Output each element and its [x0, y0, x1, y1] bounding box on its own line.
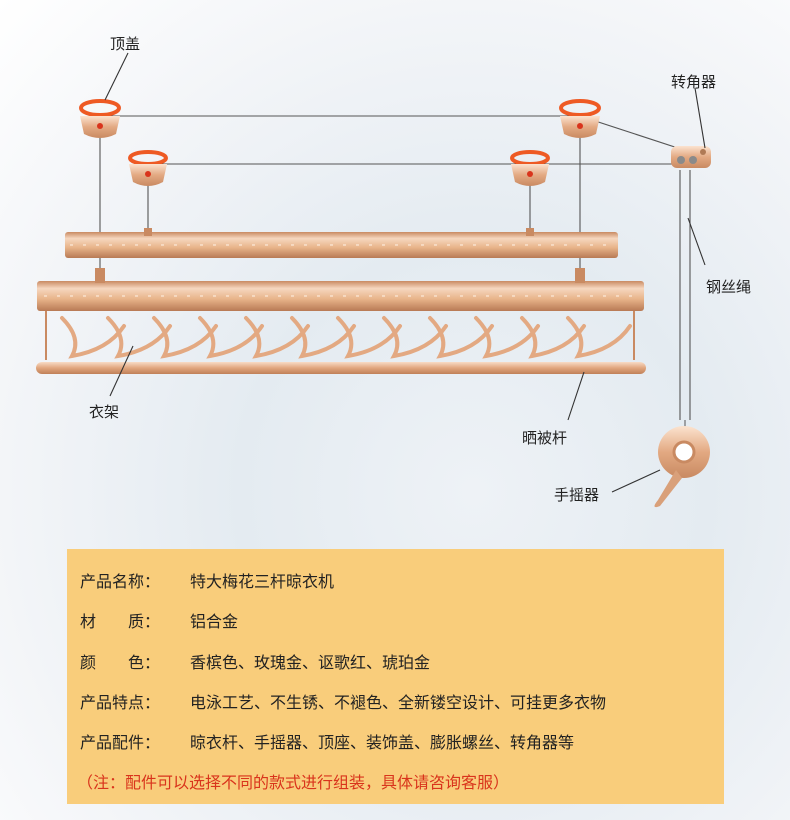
info-value: 特大梅花三杆晾衣机 — [190, 572, 335, 591]
info-key: 产品特点： — [80, 693, 161, 712]
info-key: 产品配件： — [80, 733, 161, 752]
info-row-features: 产品特点： 电泳工艺、不生锈、不褪色、全新镂空设计、可挂更多衣物 — [80, 689, 606, 713]
label-corner-device: 转角器 — [671, 73, 717, 91]
ceiling-cap-4 — [510, 150, 550, 186]
product-info-panel: 产品名称： 特大梅花三杆晾衣机 材 质： 铝合金 颜 色： 香槟色、玫瑰金、讴歌红、琥… — [67, 549, 724, 804]
info-value: 晾衣杆、手摇器、顶座、装饰盖、膨胀螺丝、转角器等 — [190, 733, 575, 752]
quilt-rod — [36, 362, 646, 374]
ceiling-cap-1 — [79, 99, 121, 138]
label-hanger: 衣架 — [89, 403, 120, 421]
label-top-cap: 顶盖 — [110, 35, 141, 53]
label-wire-rope: 钢丝绳 — [706, 278, 752, 296]
label-hand-crank: 手摇器 — [554, 486, 600, 504]
hanger-hooks — [60, 316, 632, 359]
side-connectors — [45, 311, 635, 360]
info-key: 产品名称： — [80, 572, 161, 591]
info-key: 材 质： — [80, 612, 161, 631]
main-bar — [37, 268, 644, 311]
wire-lines — [99, 115, 691, 420]
info-note: （注：配件可以选择不同的款式进行组装，具体请咨询客服） — [77, 773, 510, 792]
ceiling-cap-3 — [128, 150, 168, 186]
drying-rack-illustration — [36, 52, 711, 508]
corner-device — [671, 146, 711, 168]
info-value: 铝合金 — [190, 612, 239, 631]
info-key: 颜 色： — [80, 653, 161, 672]
info-row-name: 产品名称： 特大梅花三杆晾衣机 — [80, 568, 334, 592]
info-row-material: 材 质： 铝合金 — [80, 608, 238, 632]
info-value: 电泳工艺、不生锈、不褪色、全新镂空设计、可挂更多衣物 — [190, 693, 607, 712]
info-row-color: 颜 色： 香槟色、玫瑰金、讴歌红、琥珀金 — [80, 649, 430, 673]
ceiling-cap-2 — [559, 99, 601, 138]
info-row-accessories: 产品配件： 晾衣杆、手摇器、顶座、装饰盖、膨胀螺丝、转角器等 — [80, 729, 574, 753]
leader-lines — [104, 52, 706, 493]
hand-crank — [654, 420, 710, 508]
label-quilt-rod: 晒被杆 — [522, 429, 568, 447]
info-value: 香槟色、玫瑰金、讴歌红、琥珀金 — [190, 653, 431, 672]
upper-bar — [65, 228, 618, 258]
